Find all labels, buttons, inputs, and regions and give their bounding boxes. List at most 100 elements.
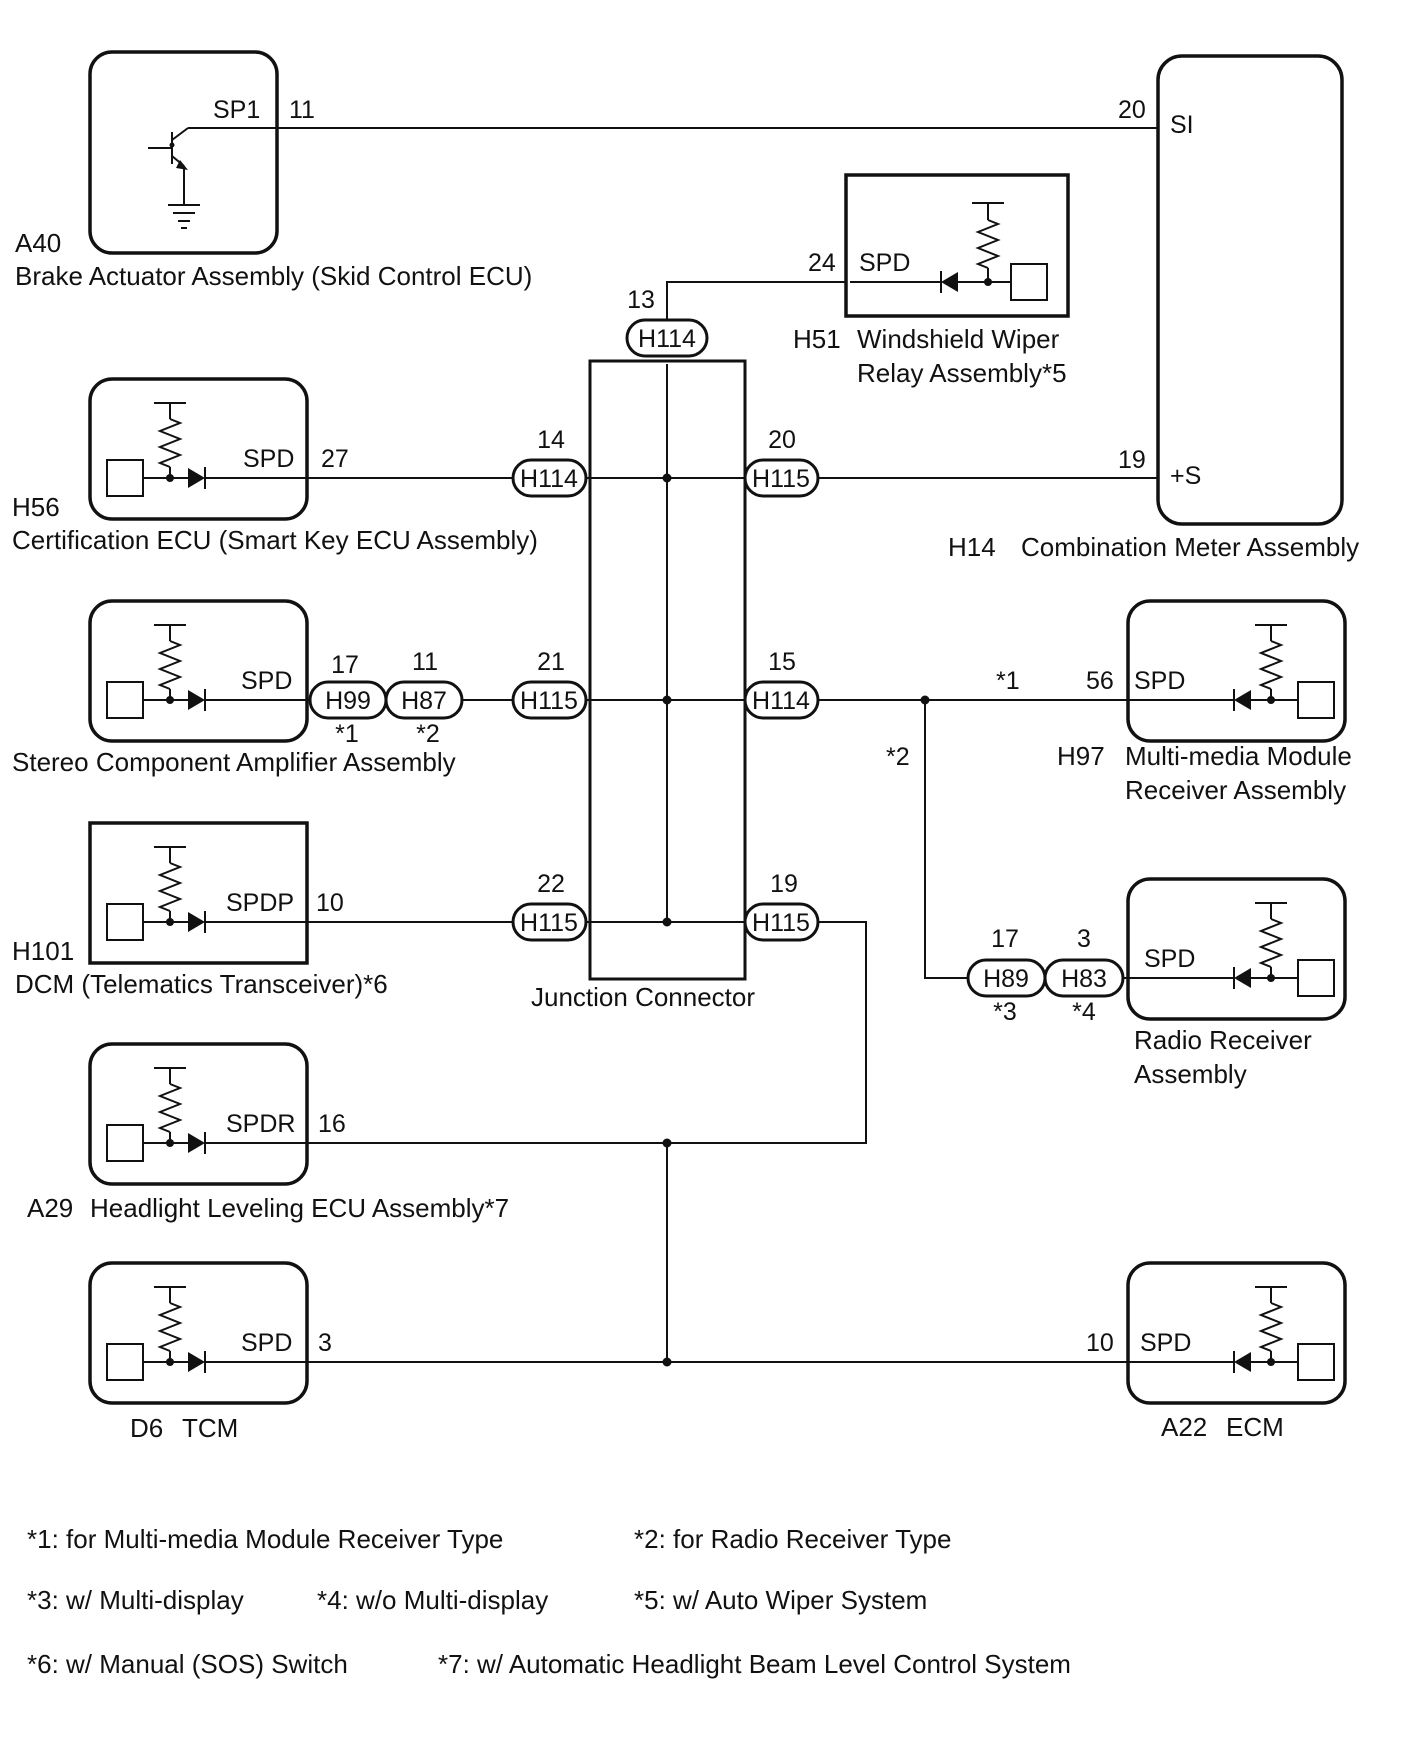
h101-code: H101 [12, 936, 74, 966]
branch-note-2: *2 [886, 743, 910, 771]
connector-pin: 19 [770, 870, 798, 898]
connector-h87: H87 11 *2 [384, 648, 464, 748]
connector-pin: 20 [768, 426, 796, 454]
connector-pin: 17 [331, 651, 359, 679]
h56-name: Certification ECU (Smart Key ECU Assembl… [12, 525, 538, 555]
radio-receiver [1126, 877, 1347, 1021]
h51-name-line1: Windshield Wiper [857, 324, 1060, 354]
connector-pin: 21 [537, 648, 565, 676]
connector-label: H115 [752, 465, 810, 493]
connector-right3-h115: H115 19 [743, 870, 820, 942]
connector-note: *4 [1072, 998, 1096, 1026]
connector-pin: 14 [537, 426, 565, 454]
h56-terminal: SPD [243, 445, 294, 473]
h56-certification-ecu [88, 377, 313, 521]
h101-dcm [88, 821, 313, 965]
connector-label: H115 [520, 687, 578, 715]
connector-label: H89 [983, 965, 1029, 993]
h97-multimedia-receiver [1126, 599, 1347, 743]
connector-left1-h114: H114 14 [511, 426, 588, 498]
h14-code: H14 [948, 532, 996, 562]
connector-label: H115 [520, 909, 578, 937]
d6-pin: 3 [318, 1329, 332, 1357]
a40-terminal: SP1 [213, 96, 260, 124]
branch-note-1: *1 [996, 667, 1020, 695]
footnote-1: *1: for Multi-media Module Receiver Type [27, 1524, 503, 1554]
a22-name: ECM [1226, 1412, 1284, 1442]
h97-name-line2: Receiver Assembly [1125, 775, 1346, 805]
h101-pin: 10 [316, 889, 344, 917]
h51-wiper-relay: 24 SPD H51 Windshield Wiper Relay Assemb… [793, 173, 1070, 388]
footnotes: *1: for Multi-media Module Receiver Type… [27, 1524, 1071, 1679]
a40-pin: 11 [289, 96, 315, 124]
h97-name-line1: Multi-media Module [1125, 741, 1352, 771]
connector-pin: 17 [991, 925, 1019, 953]
d6-tcm [88, 1261, 313, 1405]
footnote-7: *7: w/ Automatic Headlight Beam Level Co… [438, 1649, 1071, 1679]
connector-top-h114: H114 13 [625, 286, 709, 358]
h14-s-terminal: +S [1170, 462, 1201, 490]
connector-label: H115 [752, 909, 810, 937]
junction-connector-label: Junction Connector [531, 982, 755, 1012]
connector-h83: H83 3 *4 [1043, 925, 1125, 1026]
connector-right2-h114: H114 15 [743, 648, 820, 720]
connector-pin: 22 [537, 870, 565, 898]
radio-name-line1: Radio Receiver [1134, 1025, 1312, 1055]
connector-label: H87 [401, 687, 447, 715]
h56-code: H56 [12, 492, 60, 522]
connector-note: *2 [416, 720, 440, 748]
stereo-amplifier [88, 599, 313, 743]
connector-pin: 3 [1077, 925, 1091, 953]
h51-pin: 24 [808, 249, 836, 277]
a29-pin: 16 [318, 1110, 346, 1138]
amp-name: Stereo Component Amplifier Assembly [12, 747, 456, 777]
a40-brake-actuator: SP1 11 A40 Brake Actuator Assembly (Skid… [15, 50, 532, 291]
footnote-6: *6: w/ Manual (SOS) Switch [27, 1649, 348, 1679]
amp-terminal: SPD [241, 667, 292, 695]
connector-pin: 11 [412, 648, 438, 676]
junction-connector: Junction Connector [531, 359, 755, 1012]
connector-pin: 15 [768, 648, 796, 676]
h51-name-line2: Relay Assembly*5 [857, 358, 1067, 388]
footnote-3: *3: w/ Multi-display [27, 1585, 244, 1615]
a22-ecm [1126, 1261, 1347, 1405]
connector-label: H114 [520, 465, 578, 493]
wires [250, 127, 1158, 1367]
h14-si-terminal: SI [1170, 111, 1194, 139]
a40-name: Brake Actuator Assembly (Skid Control EC… [15, 261, 532, 291]
connector-label: H99 [325, 687, 371, 715]
a29-code: A29 [27, 1193, 73, 1223]
h14-s-pin: 19 [1118, 446, 1146, 474]
radio-name-line2: Assembly [1134, 1059, 1247, 1089]
a22-terminal: SPD [1140, 1329, 1191, 1357]
a22-pin: 10 [1086, 1329, 1114, 1357]
d6-name: TCM [182, 1413, 238, 1443]
connector-h89: H89 17 *3 [966, 925, 1047, 1026]
connector-label: H114 [638, 325, 696, 353]
h51-code: H51 [793, 324, 841, 354]
connector-pin: 13 [627, 286, 655, 314]
connector-left2-h115: H115 21 [511, 648, 588, 720]
h97-terminal: SPD [1134, 667, 1185, 695]
d6-terminal: SPD [241, 1329, 292, 1357]
d6-code: D6 [130, 1413, 163, 1443]
footnote-5: *5: w/ Auto Wiper System [634, 1585, 927, 1615]
h14-si-pin: 20 [1118, 96, 1146, 124]
h14-combination-meter: 20 SI 19 +S H14 Combination Meter Assemb… [948, 54, 1359, 562]
h51-terminal: SPD [859, 249, 910, 277]
a22-code: A22 [1161, 1412, 1207, 1442]
h14-name: Combination Meter Assembly [1021, 532, 1359, 562]
footnote-2: *2: for Radio Receiver Type [634, 1524, 951, 1554]
a29-name: Headlight Leveling ECU Assembly*7 [90, 1193, 509, 1223]
h97-pin: 56 [1086, 667, 1114, 695]
connector-left3-h115: H115 22 [511, 870, 588, 942]
connector-label: H83 [1061, 965, 1107, 993]
connector-note: *3 [993, 998, 1017, 1026]
radio-terminal: SPD [1144, 945, 1195, 973]
a40-code: A40 [15, 228, 61, 258]
a29-terminal: SPDR [226, 1110, 295, 1138]
h56-pin: 27 [321, 445, 349, 473]
connector-right1-h115: H115 20 [743, 426, 820, 498]
a29-headlight-leveling-ecu [88, 1042, 313, 1186]
